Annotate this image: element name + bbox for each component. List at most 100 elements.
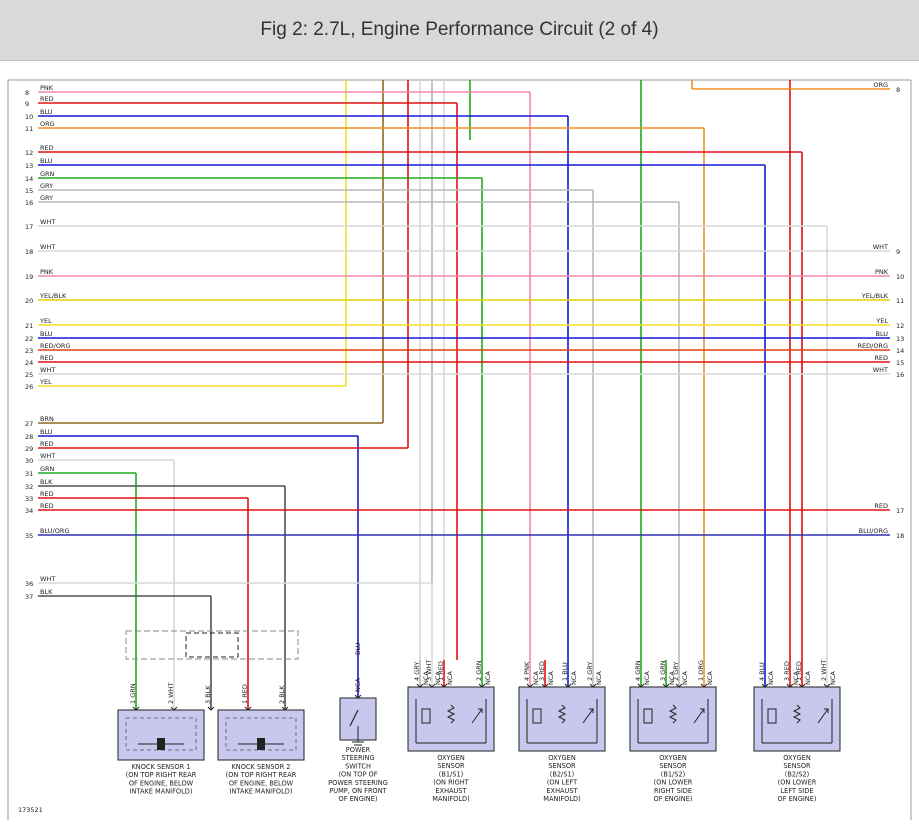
pin-number: 8 xyxy=(25,89,29,97)
connector-chevron xyxy=(662,683,670,688)
pin-number: 17 xyxy=(896,507,904,515)
pin-number: 11 xyxy=(896,297,904,305)
sensor-caption-line: OF ENGINE) xyxy=(778,795,817,803)
pin-number: 11 xyxy=(25,125,33,133)
sensor-caption-line: (ON TOP RIGHT REAR xyxy=(226,771,297,779)
sensor-pin-label: 2 WHT xyxy=(167,682,175,704)
sensor-caption-line: SENSOR xyxy=(437,762,465,770)
wire-color-label: BRN xyxy=(40,415,54,423)
connector-chevron xyxy=(478,683,486,688)
nca-label: NCA xyxy=(570,671,578,685)
knock-sensor-2-body xyxy=(217,709,305,761)
wire-color-label: RED xyxy=(874,354,888,362)
sensor-pin-label: 2 GRY xyxy=(672,662,680,681)
pin-number: 26 xyxy=(25,383,33,391)
sensor-caption-line: OXYGEN xyxy=(437,754,465,762)
pin-number: 24 xyxy=(25,359,33,367)
variable-resistor-icon xyxy=(817,708,829,724)
wire-color-label: WHT xyxy=(40,243,55,251)
sensor-pin-label: 1 RED xyxy=(437,661,445,681)
switch-contact xyxy=(349,709,359,727)
pin-number: 9 xyxy=(25,100,29,108)
sensor-pin-label: 3 RED xyxy=(538,661,546,681)
sensor-pin-label: 3 GRN xyxy=(659,660,667,681)
sensor-pin-label: 2 GRN xyxy=(475,660,483,681)
pin-number: 13 xyxy=(896,335,904,343)
pin-number: 32 xyxy=(25,483,33,491)
wire-color-label: BLK xyxy=(40,478,53,486)
sensor-caption-line: SENSOR xyxy=(783,762,811,770)
shield-outline xyxy=(125,630,299,660)
sensor-caption-line: SWITCH xyxy=(345,762,371,770)
sensor-caption-line: KNOCK SENSOR 2 xyxy=(231,763,290,771)
pin-number: 37 xyxy=(25,593,33,601)
wire-color-label: RED xyxy=(40,95,54,103)
nca-label: NCA xyxy=(792,671,800,685)
pin-number: 30 xyxy=(25,457,33,465)
connector-chevron xyxy=(354,694,362,699)
wire-color-label: RED xyxy=(40,490,54,498)
wire-color-label: GRY xyxy=(40,194,53,202)
sensor-caption-line: (B1/S2) xyxy=(661,770,685,778)
pin-number: 21 xyxy=(25,322,33,330)
sensor-caption-line: LEFT SIDE xyxy=(780,787,813,795)
sensor-caption-line: OXYGEN xyxy=(783,754,811,762)
sensor-caption-line: OF ENGINE, BELOW xyxy=(129,779,194,787)
sensor-caption-line: (ON TOP OF xyxy=(338,771,377,779)
wire-color-label: YEL/BLK xyxy=(861,292,889,300)
sensor-caption-line: STEERING xyxy=(341,754,374,762)
sensor-caption-line: (ON TOP RIGHT REAR xyxy=(126,771,197,779)
wire-color-label: BLK xyxy=(40,588,53,596)
pin-number: 33 xyxy=(25,495,33,503)
connector-chevron xyxy=(761,683,769,688)
pin-number: 35 xyxy=(25,532,33,540)
shield-connector xyxy=(185,632,239,658)
wire-color-label: WHT xyxy=(873,366,888,374)
sensor-caption-line: POWER STEERING xyxy=(328,779,388,787)
connector-chevron xyxy=(526,683,534,688)
heater-icon xyxy=(792,704,802,724)
wire-color-label: WHT xyxy=(40,218,55,226)
connector-chevron xyxy=(637,683,645,688)
nca-label: NCA xyxy=(422,671,430,685)
sensor-pin-label: NCA xyxy=(354,678,362,692)
sensor-caption-line: OXYGEN xyxy=(548,754,576,762)
heater-icon xyxy=(668,704,678,724)
sensor-caption-line: INTAKE MANIFOLD) xyxy=(230,788,293,796)
oxygen-element-icon xyxy=(767,708,777,724)
wire-color-label: WHT xyxy=(40,366,55,374)
connector-chevron xyxy=(700,683,708,688)
wire-color-label: RED/ORG xyxy=(40,342,71,350)
pin-number: 15 xyxy=(896,359,904,367)
oxygen-element-icon xyxy=(421,708,431,724)
sensor-caption-line: (B1/S1) xyxy=(439,770,463,778)
oxygen-element-icon xyxy=(643,708,653,724)
wiring-diagram: 8PNK9RED10BLU11ORG12RED13BLU14GRN15GRY16… xyxy=(7,79,912,820)
connector-chevron xyxy=(798,683,806,688)
connector-chevron xyxy=(589,683,597,688)
wire-color-label: YEL xyxy=(39,317,52,325)
wire-color-label: GRY xyxy=(40,182,53,190)
sensor-pin-label: 4 GRN xyxy=(634,660,642,681)
connector-chevron xyxy=(132,706,140,711)
nca-label: NCA xyxy=(706,671,714,685)
pin-number: 13 xyxy=(25,162,33,170)
nca-label: NCA xyxy=(595,671,603,685)
pin-number: 9 xyxy=(896,248,900,256)
connector-chevron xyxy=(440,683,448,688)
pin-number: 27 xyxy=(25,420,33,428)
sensor-pin-label: 2 BLK xyxy=(278,685,286,704)
wire-color-label: WHT xyxy=(40,452,55,460)
sensor-caption-line: KNOCK SENSOR 1 xyxy=(131,763,190,771)
wire-color-label: BLU xyxy=(354,642,362,655)
pin-number: 22 xyxy=(25,335,33,343)
sensor-caption-line: (ON LEFT xyxy=(547,779,578,787)
sensor-caption-line: EXHAUST xyxy=(435,787,467,795)
connector-chevron xyxy=(207,706,215,711)
connector-chevron xyxy=(281,706,289,711)
figure-title: Fig 2: 2.7L, Engine Performance Circuit … xyxy=(260,19,659,40)
wire-color-label: BLU xyxy=(40,330,53,338)
pin-number: 18 xyxy=(896,532,904,540)
wire-color-label: BLU xyxy=(40,428,53,436)
pin-number: 23 xyxy=(25,347,33,355)
